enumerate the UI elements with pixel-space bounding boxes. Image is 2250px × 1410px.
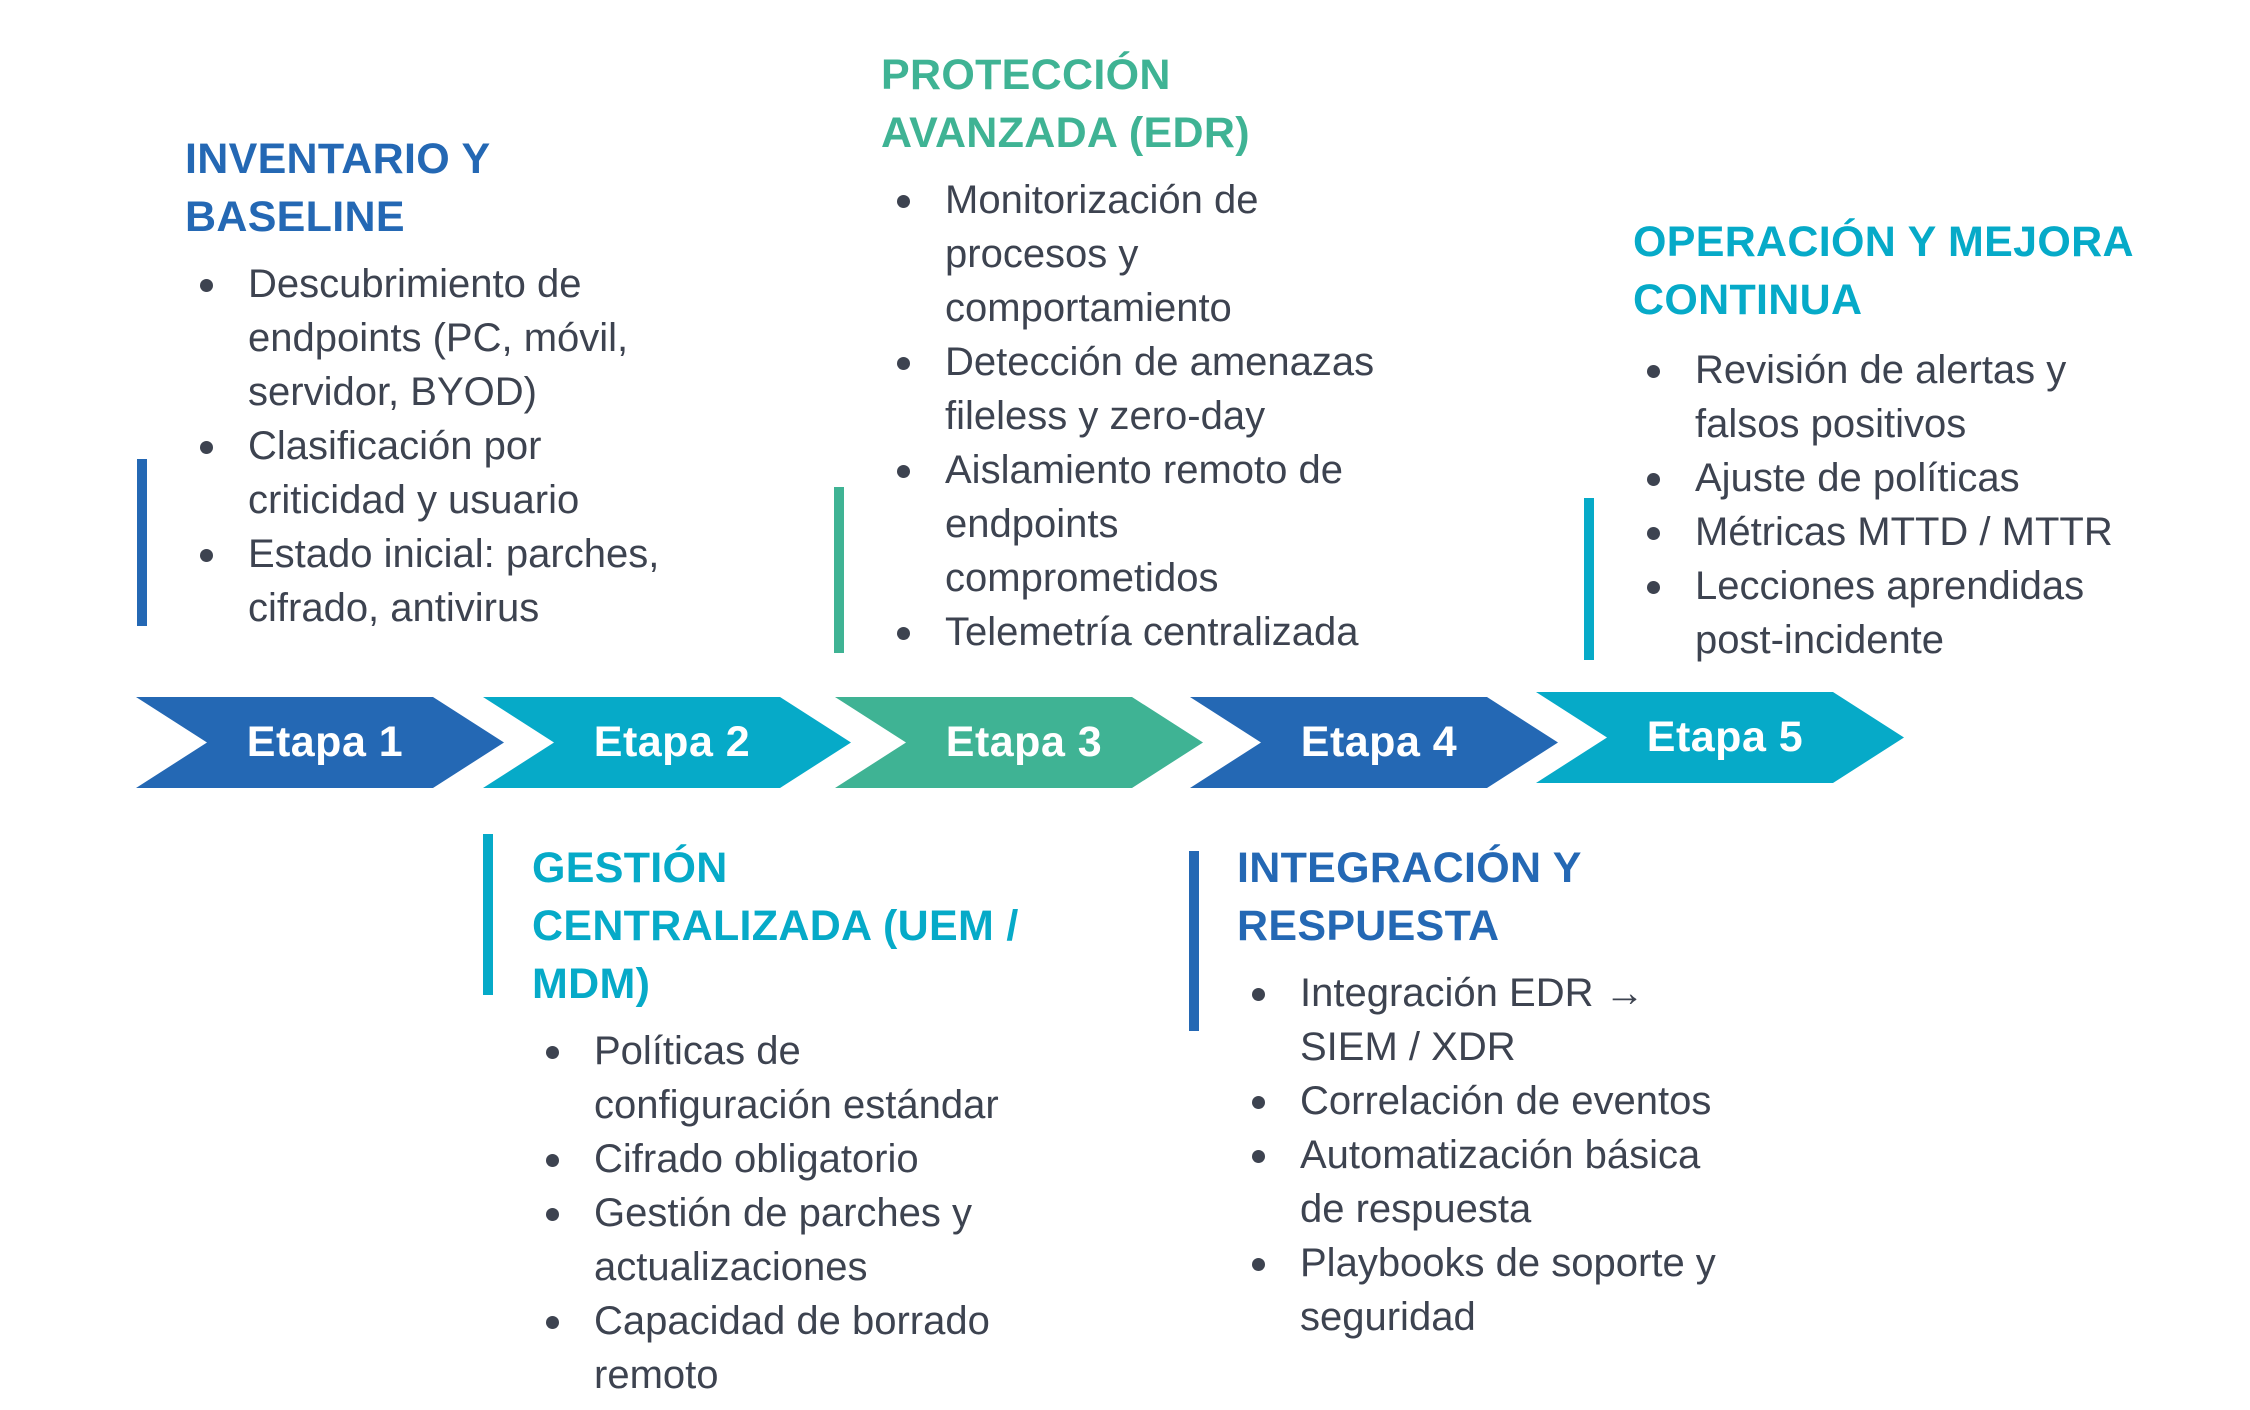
bullet-icon xyxy=(1252,1150,1265,1163)
stage-3-chevron: Etapa 3 xyxy=(835,697,1203,788)
stage-4-chevron: Etapa 4 xyxy=(1190,697,1558,788)
list-item-text: Automatización básica de respuesta xyxy=(1300,1133,1701,1231)
list-item: Telemetría centralizada xyxy=(897,605,1374,659)
bullet-icon xyxy=(1647,365,1660,378)
stage-3-items: Monitorización de procesos y comportamie… xyxy=(897,173,1374,659)
stage-5-label: Etapa 5 xyxy=(1646,713,1804,761)
list-item-text: Capacidad de borrado remoto xyxy=(594,1299,990,1397)
bullet-icon xyxy=(897,195,910,208)
list-item-text: Integración EDR → SIEM / XDR xyxy=(1300,971,1645,1069)
list-item-text: Monitorización de procesos y comportamie… xyxy=(945,178,1259,330)
stage-2-label: Etapa 2 xyxy=(593,718,751,766)
bullet-icon xyxy=(897,357,910,370)
list-item: Clasificación por criticidad y usuario xyxy=(200,419,659,527)
stage-5-title: OPERACIÓN Y MEJORA CONTINUA xyxy=(1633,218,2134,324)
stage-1-accent-bar xyxy=(137,459,147,626)
stage-4-items: Integración EDR → SIEM / XDR Correlación … xyxy=(1252,966,1716,1344)
list-item: Estado inicial: parches, cifrado, antivi… xyxy=(200,527,659,635)
bullet-icon xyxy=(897,465,910,478)
list-item: Monitorización de procesos y comportamie… xyxy=(897,173,1374,335)
stage-1-items: Descubrimiento de endpoints (PC, móvil, … xyxy=(200,257,659,635)
list-item-text: Ajuste de políticas xyxy=(1695,456,2020,500)
list-item: Ajuste de políticas xyxy=(1647,451,2113,505)
bullet-icon xyxy=(897,627,910,640)
bullet-icon xyxy=(1647,581,1660,594)
bullet-icon xyxy=(200,279,213,292)
list-item-text: Clasificación por criticidad y usuario xyxy=(248,424,580,522)
bullet-icon xyxy=(1252,1096,1265,1109)
list-item: Revisión de alertas y falsos positivos xyxy=(1647,343,2113,451)
list-item: Políticas de configuración estándar xyxy=(546,1024,999,1132)
stage-5-accent-bar xyxy=(1584,498,1594,660)
list-item-text: Revisión de alertas y falsos positivos xyxy=(1695,348,2067,446)
stage-1-chevron: Etapa 1 xyxy=(136,697,504,788)
stage-4-title: INTEGRACIÓN Y RESPUESTA xyxy=(1237,844,1582,950)
list-item-text: Lecciones aprendidas post-incidente xyxy=(1695,564,2085,662)
list-item: Lecciones aprendidas post-incidente xyxy=(1647,559,2113,667)
list-item-text: Cifrado obligatorio xyxy=(594,1137,919,1181)
bullet-icon xyxy=(200,441,213,454)
bullet-icon xyxy=(546,1046,559,1059)
stage-1-title: INVENTARIO Y BASELINE xyxy=(185,135,491,241)
list-item-text: Políticas de configuración estándar xyxy=(594,1029,999,1127)
list-item: Playbooks de soporte y seguridad xyxy=(1252,1236,1716,1344)
list-item: Descubrimiento de endpoints (PC, móvil, … xyxy=(200,257,659,419)
list-item-text: Telemetría centralizada xyxy=(945,610,1359,654)
bullet-icon xyxy=(546,1208,559,1221)
list-item-text: Gestión de parches y actualizaciones xyxy=(594,1191,972,1289)
list-item-text: Aislamiento remoto de endpoints comprome… xyxy=(945,448,1343,600)
list-item: Aislamiento remoto de endpoints comprome… xyxy=(897,443,1374,605)
list-item-text: Descubrimiento de endpoints (PC, móvil, … xyxy=(248,262,629,414)
list-item-text: Correlación de eventos xyxy=(1300,1079,1712,1123)
list-item: Detección de amenazas fileless y zero-da… xyxy=(897,335,1374,443)
list-item: Cifrado obligatorio xyxy=(546,1132,999,1186)
list-item: Correlación de eventos xyxy=(1252,1074,1716,1128)
list-item-text: Métricas MTTD / MTTR xyxy=(1695,510,2113,554)
bullet-icon xyxy=(1647,527,1660,540)
stage-5-chevron: Etapa 5 xyxy=(1536,692,1904,783)
bullet-icon xyxy=(1252,1258,1265,1271)
stage-3-label: Etapa 3 xyxy=(945,718,1103,766)
stage-2-chevron: Etapa 2 xyxy=(483,697,851,788)
list-item: Integración EDR → SIEM / XDR xyxy=(1252,966,1716,1074)
stage-2-title: GESTIÓN CENTRALIZADA (UEM / MDM) xyxy=(532,844,1019,1008)
list-item: Capacidad de borrado remoto xyxy=(546,1294,999,1402)
bullet-icon xyxy=(200,549,213,562)
bullet-icon xyxy=(546,1316,559,1329)
list-item: Automatización básica de respuesta xyxy=(1252,1128,1716,1236)
stage-3-accent-bar xyxy=(834,487,844,653)
list-item-text: Detección de amenazas fileless y zero-da… xyxy=(945,340,1375,438)
list-item: Métricas MTTD / MTTR xyxy=(1647,505,2113,559)
stage-1-label: Etapa 1 xyxy=(246,718,404,766)
bullet-icon xyxy=(546,1154,559,1167)
stage-4-accent-bar xyxy=(1189,851,1199,1031)
stage-3-title: PROTECCIÓN AVANZADA (EDR) xyxy=(881,51,1250,157)
bullet-icon xyxy=(1647,473,1660,486)
stage-4-label: Etapa 4 xyxy=(1300,718,1458,766)
list-item-text: Playbooks de soporte y seguridad xyxy=(1300,1241,1716,1339)
bullet-icon xyxy=(1252,988,1265,1001)
list-item-text: Estado inicial: parches, cifrado, antivi… xyxy=(248,532,660,630)
stage-2-accent-bar xyxy=(483,834,493,995)
list-item: Gestión de parches y actualizaciones xyxy=(546,1186,999,1294)
